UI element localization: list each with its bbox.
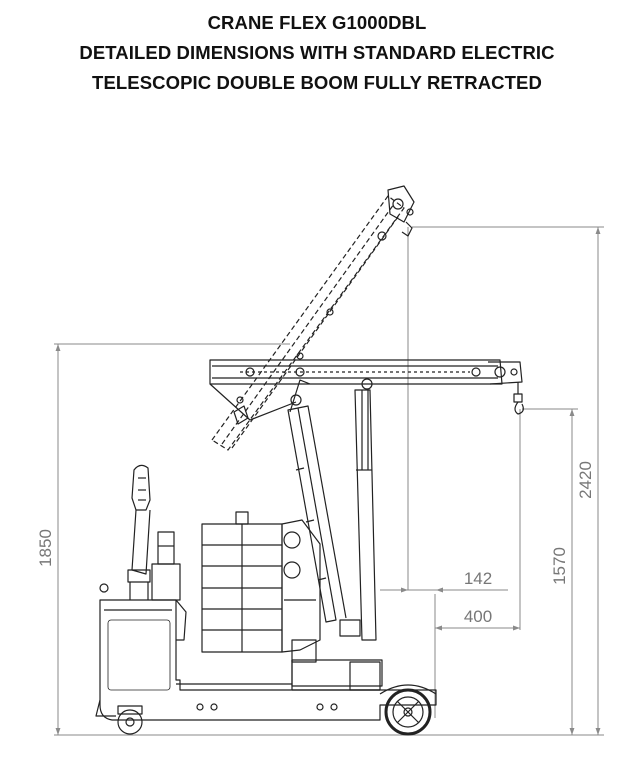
dimension-labels: 1850 2420 1570 142 400 [36, 461, 595, 626]
tiller-handle [127, 464, 151, 600]
chassis [95, 599, 437, 721]
title-line-1: CRANE FLEX G1000DBL [207, 12, 427, 33]
front-wheel [379, 684, 437, 736]
raised-boom [211, 195, 405, 451]
main-mast [287, 379, 361, 637]
hydraulic-cylinder [354, 378, 377, 641]
control-box [99, 531, 187, 641]
dim-label-400: 400 [464, 607, 492, 626]
rear-wheel [117, 705, 143, 735]
dim-label-1850: 1850 [36, 529, 55, 567]
dim-label-142: 142 [464, 569, 492, 588]
raised-boom-tip [233, 185, 415, 425]
crane-body [95, 185, 524, 736]
title-line-3: TELESCOPIC DOUBLE BOOM FULLY RETRACTED [92, 72, 542, 93]
hook-lower [513, 382, 524, 415]
title-block: CRANE FLEX G1000DBL DETAILED DIMENSIONS … [0, 8, 634, 98]
title-line-2: DETAILED DIMENSIONS WITH STANDARD ELECTR… [79, 42, 555, 63]
dimension-lines [54, 226, 604, 736]
mast-housing [281, 519, 321, 663]
horizontal-boom [209, 359, 523, 421]
dim-label-2420: 2420 [576, 461, 595, 499]
dim-label-1570: 1570 [550, 547, 569, 585]
counterweight-stack [201, 511, 283, 653]
